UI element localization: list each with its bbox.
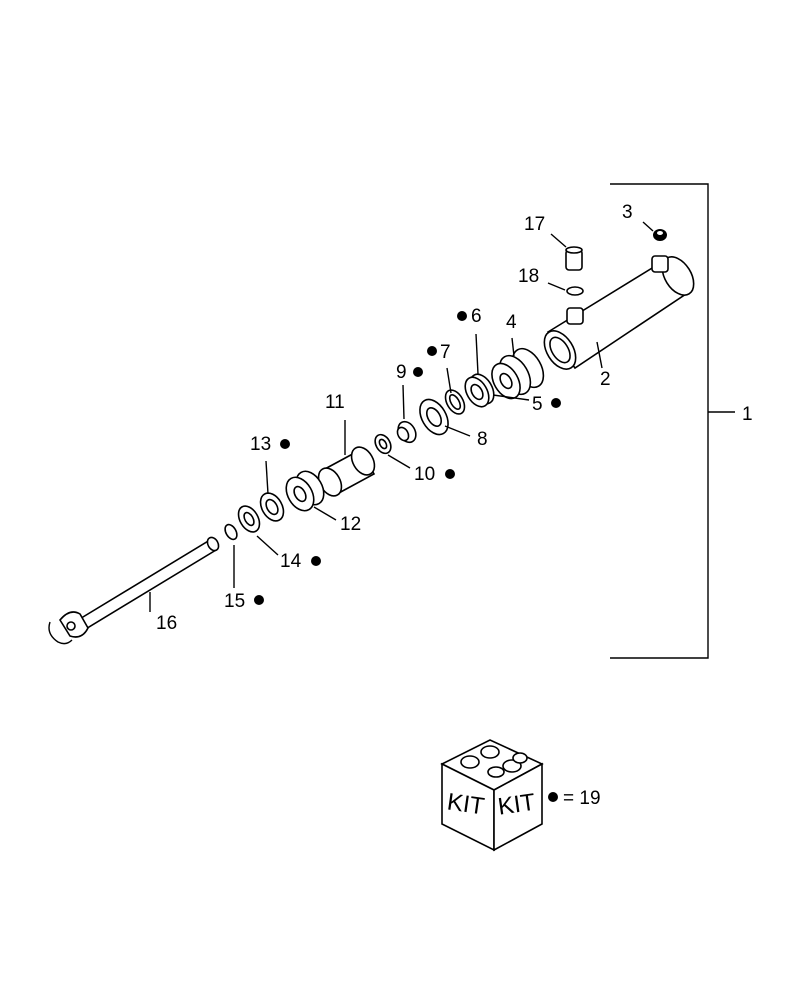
part-14-wiper <box>237 505 261 533</box>
kit-legend-bullet <box>548 792 558 802</box>
bullet-10 <box>445 469 455 479</box>
part-16-piston-rod <box>48 536 220 645</box>
callout-8: 8 <box>477 429 488 450</box>
part-3-nut <box>653 229 667 241</box>
callout-12: 12 <box>340 514 361 535</box>
callout-7: 7 <box>440 342 451 363</box>
callout-4: 4 <box>506 312 517 333</box>
part-8-washer <box>419 398 449 436</box>
callout-1: 1 <box>742 404 753 425</box>
part-13-seal <box>259 492 285 522</box>
kit-face-right-text: KIT <box>496 789 537 821</box>
callout-9: 9 <box>396 362 407 383</box>
bullet-6 <box>457 311 467 321</box>
kit-legend-text: = 19 <box>563 788 601 809</box>
part-18-o-ring <box>566 286 584 296</box>
callout-15: 15 <box>224 591 245 612</box>
leader-lines <box>149 221 654 612</box>
assembly-bracket <box>610 183 735 659</box>
kit-bullet-markers <box>254 311 561 605</box>
part-7-ring <box>444 389 466 415</box>
bullet-14 <box>311 556 321 566</box>
kit-face-left-text: KIT <box>445 788 486 820</box>
bullet-15 <box>254 595 264 605</box>
callout-2: 2 <box>600 369 611 390</box>
callout-3: 3 <box>622 202 633 223</box>
part-15-ring <box>224 523 238 541</box>
callout-labels: 1 2 3 4 5 6 7 8 9 10 11 12 13 14 15 16 1… <box>156 202 753 634</box>
callout-13: 13 <box>250 434 271 455</box>
bullet-7 <box>427 346 437 356</box>
part-4-piston <box>491 347 545 400</box>
callout-18: 18 <box>518 266 539 287</box>
callout-17: 17 <box>524 214 545 235</box>
bullet-13 <box>280 439 290 449</box>
part-10-ring <box>374 433 392 455</box>
part-5-seal <box>464 373 495 408</box>
part-17-fitting <box>565 246 583 271</box>
bullet-9 <box>413 367 423 377</box>
part-11-spacer-tube <box>317 446 376 497</box>
bullet-5 <box>551 398 561 408</box>
callout-10: 10 <box>414 464 435 485</box>
callout-5: 5 <box>532 394 543 415</box>
part-12-gland <box>285 470 325 512</box>
part-2-cylinder-barrel <box>543 255 695 370</box>
part-9-bushing <box>396 420 417 444</box>
callout-14: 14 <box>280 551 302 572</box>
callout-11: 11 <box>325 392 345 413</box>
callout-16: 16 <box>156 613 177 634</box>
callout-6: 6 <box>471 306 482 327</box>
kit-box-icon: KIT KIT <box>440 739 544 852</box>
